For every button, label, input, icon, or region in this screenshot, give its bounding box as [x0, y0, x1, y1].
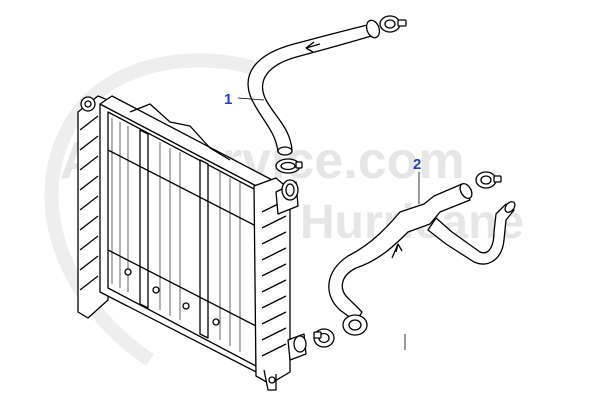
hose-clamp: [475, 171, 502, 189]
lower-radiator-hose-assembly: [328, 182, 516, 336]
hose-clamp: [379, 15, 407, 33]
callout-1: 1: [224, 91, 265, 108]
callout-2: 2: [413, 156, 421, 204]
upper-radiator-hose: [247, 19, 381, 156]
callout-1-label: 1: [224, 91, 232, 108]
hose-clamp: [275, 158, 303, 174]
radiator: [77, 95, 307, 391]
hose-clamp: [313, 328, 335, 348]
callout-2-label: 2: [413, 156, 421, 173]
